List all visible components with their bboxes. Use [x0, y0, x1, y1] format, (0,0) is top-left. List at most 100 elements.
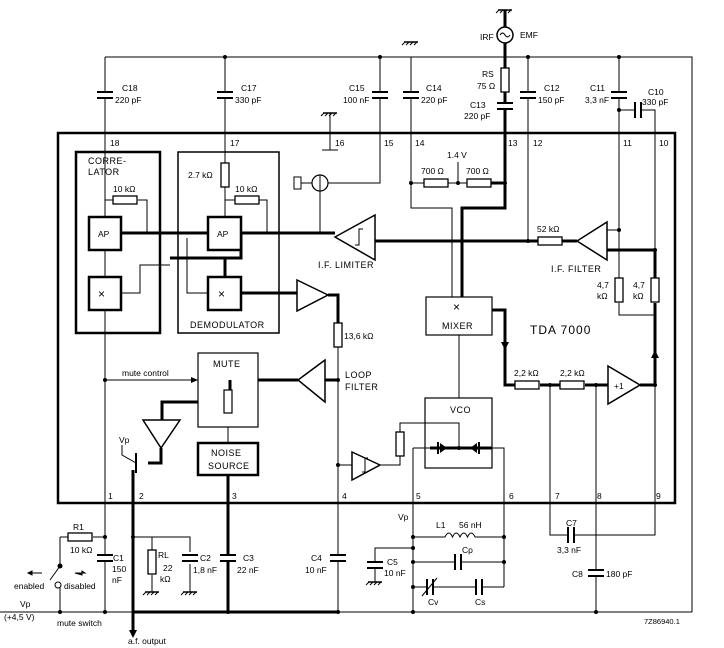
vp-label: Vp — [20, 599, 31, 609]
mixer-multiplier-symbol: × — [453, 300, 461, 314]
cv-name: Cv — [428, 597, 439, 607]
af-output-label: a.f. output — [128, 636, 166, 646]
pin-16: 16 — [335, 138, 345, 148]
pin-labels: 18 17 16 15 14 13 12 11 10 1 2 3 4 5 6 7… — [108, 138, 669, 501]
noise-source-label-2: SOURCE — [208, 461, 250, 471]
pin-17: 17 — [230, 138, 240, 148]
vco-label: VCO — [450, 405, 471, 415]
variable-capacitor-arrow — [421, 577, 438, 597]
output-stage: Vp — [119, 419, 182, 473]
c8-name: C8 — [572, 569, 583, 579]
chip-label: TDA 7000 — [530, 323, 591, 337]
loop-filter-label-1: LOOP — [345, 370, 372, 380]
c10-value: 330 pF — [642, 97, 668, 107]
resistor-52k-label: 52 kΩ — [537, 224, 559, 234]
demod-feedback-resistor-label: 10 kΩ — [235, 184, 257, 194]
c12-name: C12 — [544, 83, 560, 93]
cp-name: Cp — [462, 545, 473, 555]
c3-name: C3 — [243, 553, 254, 563]
resistor-47a-value: 4,7 — [597, 280, 609, 290]
rl-unit: kΩ — [160, 574, 171, 584]
cs-name: Cs — [475, 597, 485, 607]
disabled-label: disabled — [64, 581, 96, 591]
if-limiter: I.F. LIMITER — [293, 174, 376, 270]
loop-filter-section: 13,6 kΩ LOOP FILTER — [296, 278, 405, 482]
af-output-arrow — [129, 630, 137, 638]
correlator-resistor-label: 10 kΩ — [113, 184, 135, 194]
c17-name: C17 — [241, 83, 257, 93]
c17-value: 330 pF — [235, 95, 261, 105]
external-bottom: R1 10 kΩ enabled disabled Vp (+4,5 V) mu… — [4, 522, 347, 646]
rl-name: RL — [158, 550, 169, 560]
demod-multiplier-box — [206, 275, 243, 312]
rl-value: 22 — [163, 563, 173, 573]
correlator-block: CORRE- LATOR AP × 10 kΩ — [74, 150, 162, 335]
ic-outline — [56, 131, 677, 505]
c1-unit: nF — [112, 575, 122, 585]
c2-value: 1,8 nF — [193, 565, 217, 575]
bias-voltage-label: 1.4 V — [447, 150, 467, 160]
mute-switch-icon[interactable] — [54, 581, 62, 589]
l1-value: 56 nH — [459, 520, 482, 530]
c18-name: C18 — [122, 83, 138, 93]
pin-12: 12 — [533, 138, 543, 148]
unity-buffer: 2,2 kΩ 2,2 kΩ +1 — [514, 364, 657, 406]
demodulator-block: DEMODULATOR AP × 2.7 kΩ 10 kΩ — [177, 151, 280, 334]
pin-4: 4 — [342, 491, 347, 501]
demod-multiplier-label: × — [218, 287, 226, 301]
pin-18: 18 — [110, 138, 120, 148]
c11-name: C11 — [590, 83, 605, 93]
c11-value: 3,3 nF — [585, 95, 609, 105]
pin-11: 11 — [623, 138, 632, 148]
c1-name: C1 — [113, 553, 124, 563]
signal-arrow-up — [651, 350, 659, 358]
pin-15: 15 — [384, 138, 394, 148]
resistor-22a-label: 2,2 kΩ — [514, 368, 539, 378]
demod-ap-label: AP — [217, 229, 229, 239]
external-right: C7 3,3 nF C8 180 pF 7Z86940.1 — [557, 518, 680, 626]
if-limiter-label: I.F. LIMITER — [318, 260, 374, 270]
c15-name: C15 — [349, 83, 365, 93]
noise-source-label-1: NOISE — [211, 448, 242, 458]
external-top: C18 220 pF C17 330 pF C15 100 nF C14 220… — [96, 9, 668, 133]
resistor-47b-unit: kΩ — [633, 291, 644, 301]
pin-7: 7 — [555, 491, 560, 501]
resistor-22b-label: 2,2 kΩ — [560, 368, 585, 378]
vco-tank: Vp L1 56 nH Cp Cv Cs C5 10 nF — [365, 512, 506, 614]
pin-3: 3 — [232, 491, 237, 501]
demodulator-label: DEMODULATOR — [190, 320, 265, 330]
demod-input-resistor-label: 2.7 kΩ — [188, 170, 213, 180]
c4-value: 10 nF — [305, 565, 327, 575]
tank-vp-label: Vp — [398, 512, 409, 522]
if-filter-label: I.F. FILTER — [551, 264, 601, 274]
r1-value: 10 kΩ — [70, 545, 92, 555]
mixer-block: × MIXER — [425, 296, 493, 336]
c5-value: 10 nF — [384, 568, 406, 578]
vco-block: VCO — [424, 397, 493, 469]
correlator-ap-box — [87, 215, 123, 252]
l1-name: L1 — [436, 520, 446, 530]
r1-name: R1 — [73, 522, 84, 532]
c2-name: C2 — [200, 553, 211, 563]
pin-13: 13 — [508, 138, 518, 148]
loop-filter-label-2: FILTER — [345, 382, 378, 392]
mixer-label: MIXER — [442, 321, 473, 331]
signal-arrow-down — [501, 342, 509, 350]
rs-name: RS — [482, 69, 494, 79]
pin-10: 10 — [659, 138, 669, 148]
c10-name: C10 — [648, 87, 664, 97]
resistor-700b-label: 700 Ω — [466, 166, 489, 176]
resistor-47b-value: 4,7 — [633, 280, 645, 290]
resistor-136k-label: 13,6 kΩ — [344, 331, 374, 341]
c14-name: C14 — [426, 83, 442, 93]
mute-section: MUTE NOISE SOURCE mute control — [103, 352, 260, 477]
c7-value: 3,3 nF — [557, 545, 581, 555]
c5-name: C5 — [387, 557, 398, 567]
pin-1: 1 — [108, 491, 113, 501]
figure-code: 7Z86940.1 — [644, 617, 680, 626]
if-filter: 52 kΩ I.F. FILTER 4,7 kΩ 4,7 kΩ — [526, 220, 660, 303]
pin-6: 6 — [509, 491, 514, 501]
meter-terminal — [293, 176, 302, 190]
